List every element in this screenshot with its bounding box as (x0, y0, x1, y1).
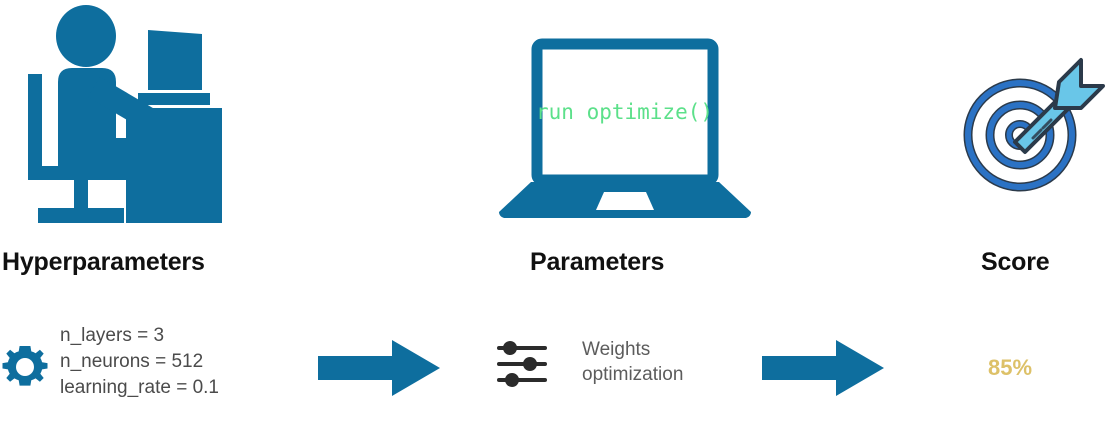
hyperparameter-line: n_neurons = 512 (60, 351, 204, 372)
heading-parameters: Parameters (530, 248, 665, 276)
arrow-hyperparameters-to-parameters (318, 340, 440, 396)
weights-optimization-caption: Weights optimization (582, 337, 683, 387)
arrow-parameters-to-score (762, 340, 884, 396)
target-with-dart-icon (963, 56, 1105, 206)
score-value: 85% (988, 355, 1033, 380)
hyperparameter-line: n_layers = 3 (60, 325, 165, 346)
sliders-icon (497, 339, 547, 389)
person-at-desk-icon (22, 4, 242, 226)
hyperparameter-values: n_layers = 3 n_neurons = 512 learning_ra… (60, 323, 219, 401)
weights-caption-line: Weights (582, 339, 651, 360)
hyperparameter-line: learning_rate = 0.1 (60, 377, 219, 398)
weights-caption-line: optimization (582, 364, 684, 385)
heading-hyperparameters: Hyperparameters (2, 248, 205, 276)
gear-icon (2, 344, 48, 390)
laptop-icon (497, 38, 753, 218)
laptop-screen-code: run optimize() (536, 100, 714, 124)
heading-score: Score (981, 248, 1050, 276)
